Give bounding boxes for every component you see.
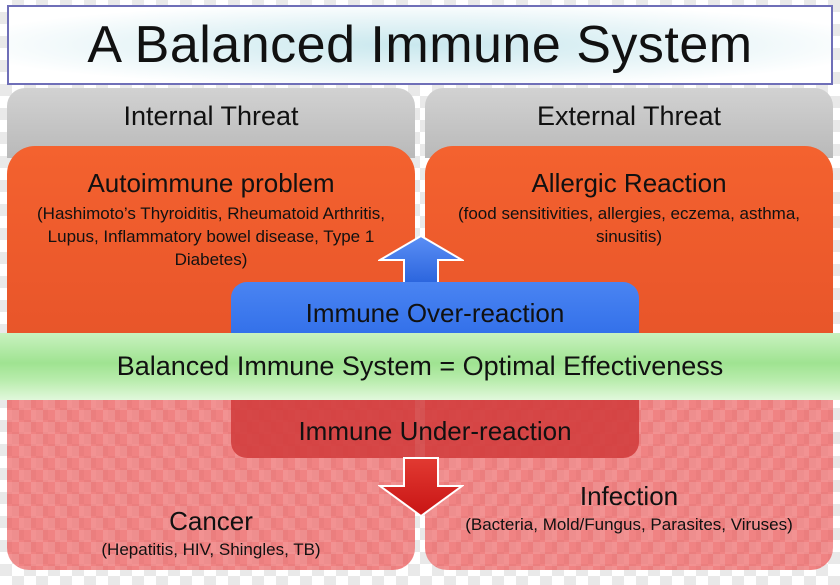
cancer-box: Cancer (Hepatitis, HIV, Shingles, TB) — [7, 398, 415, 570]
autoimmune-title: Autoimmune problem — [87, 168, 335, 198]
diagram-title: A Balanced Immune System — [7, 5, 833, 85]
cancer-detail: (Hepatitis, HIV, Shingles, TB) — [101, 540, 321, 559]
external-threat-label: External Threat — [536, 101, 722, 131]
balanced-immune-system-bar: Balanced Immune System = Optimal Effecti… — [0, 333, 840, 400]
infection-detail: (Bacteria, Mold/Fungus, Parasites, Virus… — [465, 515, 793, 534]
immune-under-reaction-box: Immune Under-reaction — [231, 400, 639, 458]
infection-title: Infection — [579, 481, 679, 511]
up-arrow-icon — [378, 234, 464, 285]
allergic-detail: (food sensitivities, allergies, eczema, … — [457, 204, 801, 246]
autoimmune-detail: (Hashimoto’s Thyroiditis, Rheumatoid Art… — [37, 204, 386, 269]
down-arrow-icon — [378, 457, 464, 518]
internal-threat-label: Internal Threat — [123, 101, 299, 131]
allergic-title: Allergic Reaction — [531, 168, 727, 198]
cancer-title: Cancer — [169, 506, 253, 536]
infection-box: Infection (Bacteria, Mold/Fungus, Parasi… — [425, 398, 833, 570]
